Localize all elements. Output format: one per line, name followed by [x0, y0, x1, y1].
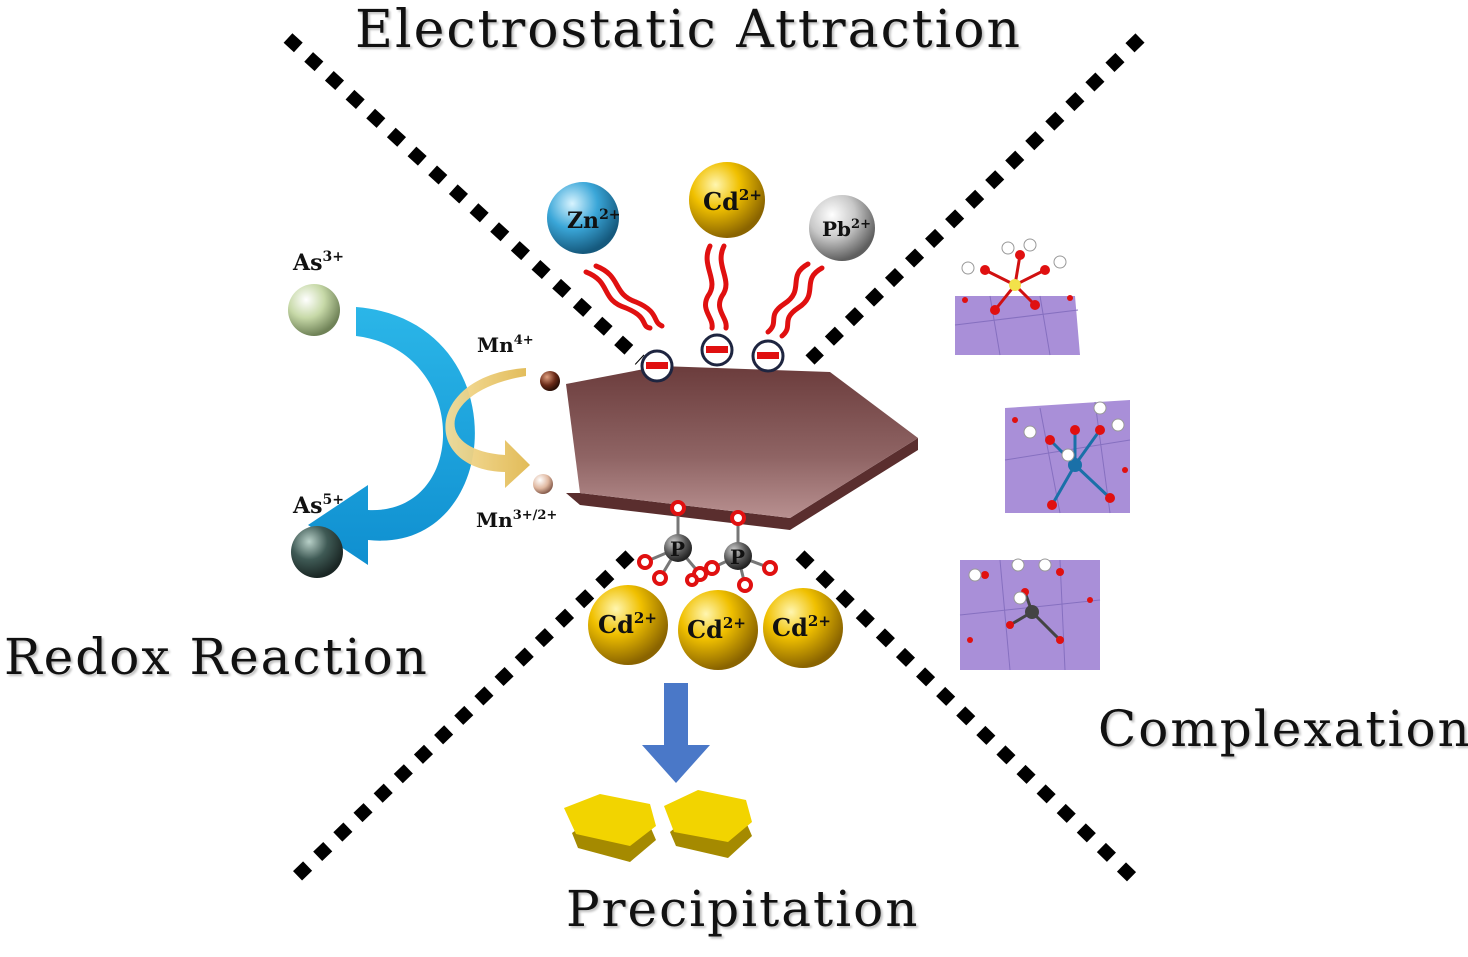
ion-cd-charge: 2+ — [739, 186, 762, 204]
svg-text:Cd2+: Cd2+ — [703, 186, 762, 216]
down-arrow-icon — [642, 683, 710, 783]
svg-text:Cd2+: Cd2+ — [772, 612, 831, 642]
ion-cd-symbol: Cd — [703, 187, 739, 216]
ion-pb-symbol: Pb — [822, 217, 851, 241]
divider-line-left-bottom — [283, 550, 635, 890]
precipitate-crystals — [564, 790, 752, 862]
divider-line-right-bottom — [795, 550, 1145, 890]
phosphate-groups: P P — [637, 500, 778, 593]
ion-mn4: Mn4+ — [477, 333, 560, 391]
complex-structure-2 — [1004, 400, 1131, 514]
divider-lines — [283, 33, 1145, 890]
phosphorus-atom: P — [724, 542, 752, 570]
ion-mn32-symbol: Mn — [476, 508, 513, 532]
ion-as5: As5+ — [291, 492, 344, 578]
redox-arrows — [308, 307, 530, 565]
precipitation-title: Precipitation — [566, 880, 920, 938]
phosphorus-label: P — [730, 545, 745, 569]
ion-cd-2: Cd2+ — [678, 590, 758, 670]
electrostatic-attraction-title: Electrostatic Attraction — [355, 0, 1023, 60]
ion-pb: Pb2+ — [809, 195, 875, 261]
redox-reaction-title: Redox Reaction — [4, 628, 429, 686]
ion-zn-symbol: Zn — [567, 208, 599, 234]
attraction-waves — [583, 243, 825, 339]
ion-as5-symbol: As — [292, 493, 322, 519]
crystal-icon — [564, 794, 656, 862]
phosphorus-label: P — [670, 537, 685, 561]
svg-text:As5+: As5+ — [292, 492, 344, 519]
svg-text:Pb2+: Pb2+ — [822, 217, 871, 241]
ion-pb-charge: 2+ — [851, 217, 871, 232]
svg-text:Mn3+/2+: Mn3+/2+ — [476, 508, 557, 532]
svg-text:Cd2+: Cd2+ — [598, 609, 657, 639]
blue-arrow — [308, 307, 475, 565]
ion-cd-1: Cd2+ — [588, 585, 668, 665]
complex-structure-1 — [954, 238, 1080, 356]
ion-as3: As3+ — [288, 249, 344, 336]
svg-text:Mn4+: Mn4+ — [477, 333, 534, 357]
ion-cd-3: Cd2+ — [763, 588, 843, 668]
ion-mn32-charge: 3+/2+ — [513, 508, 558, 523]
crystal-icon — [664, 790, 752, 858]
divider-line-left-top — [283, 33, 645, 365]
negative-charge-icon — [700, 333, 734, 367]
ion-as3-charge: 3+ — [322, 249, 343, 265]
divider-line-right-top — [805, 33, 1145, 365]
ion-as5-charge: 5+ — [322, 492, 343, 508]
phosphorus-atom: P — [664, 534, 692, 562]
svg-text:As3+: As3+ — [292, 249, 344, 276]
ion-mn4-symbol: Mn — [477, 333, 514, 357]
negative-charge-icon — [640, 349, 674, 383]
gold-arrow — [445, 368, 530, 488]
ion-as3-symbol: As — [292, 250, 322, 276]
complexation-title: Complexation — [1098, 700, 1468, 758]
svg-text:Zn2+: Zn2+ — [567, 207, 621, 234]
ion-cd-top: Cd2+ — [689, 162, 765, 238]
negative-charge-icon — [751, 339, 785, 373]
ion-mn32: Mn3+/2+ — [476, 474, 557, 532]
ion-mn4-charge: 4+ — [514, 333, 534, 348]
complex-structure-3 — [959, 558, 1101, 671]
svg-text:Cd2+: Cd2+ — [687, 614, 746, 644]
negative-charges — [640, 333, 785, 383]
ion-zn-charge: 2+ — [599, 207, 620, 223]
central-particle — [566, 366, 918, 530]
ion-zn: Zn2+ — [547, 182, 621, 254]
